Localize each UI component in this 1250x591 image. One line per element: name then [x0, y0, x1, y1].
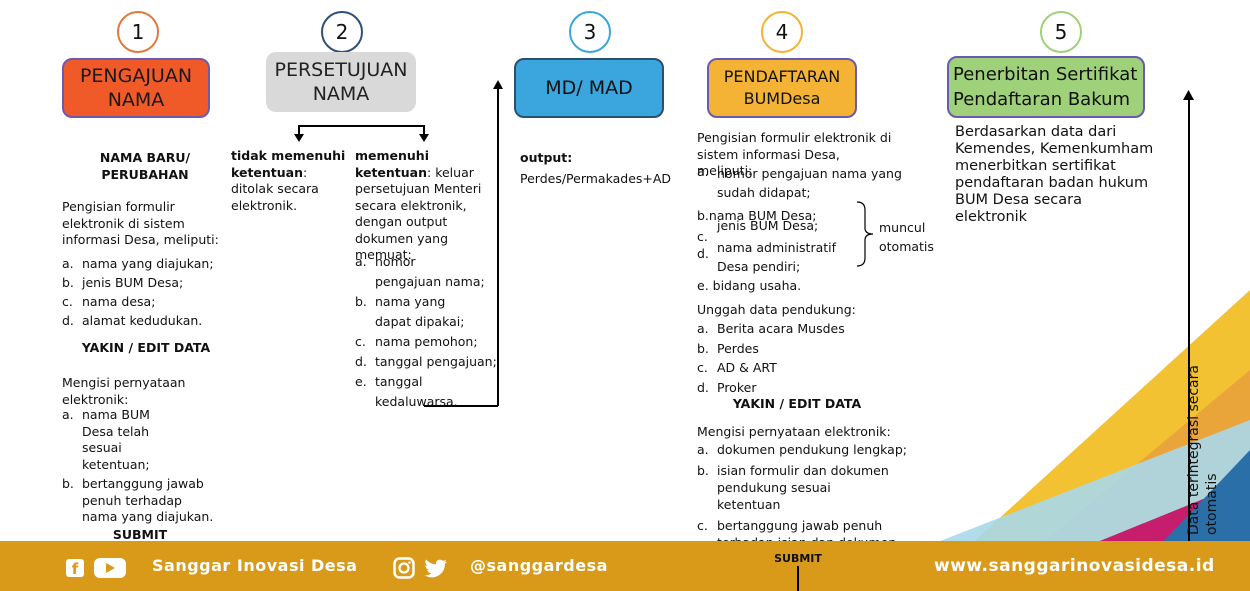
col4-auto-note: muncul otomatis: [879, 220, 934, 254]
integration-arrow-line: [1188, 98, 1190, 591]
list-item: e.tanggal kedaluwarsa.: [355, 374, 458, 409]
branch-right-stem: [423, 125, 425, 137]
footer-bar: [0, 541, 1250, 591]
col4-item-c: jenis BUM Desa;: [717, 218, 819, 233]
col4-item-c-marker: c.: [697, 229, 708, 244]
col2-approved-list: a.nomor pengajuan nama; b.nama yang dapa…: [355, 252, 505, 412]
step-number-3: 3: [569, 11, 611, 53]
col4-item-b: b.nama BUM Desa;: [697, 208, 817, 223]
arrow-down-icon: [419, 134, 429, 142]
list-item: d.Proker: [697, 379, 757, 395]
step-box-penerbitan-sertifikat: Penerbitan Sertifikat Pendaftaran Bakum: [947, 56, 1145, 118]
col4-item-d-marker: d.: [697, 246, 709, 261]
arrow-up-icon: [1183, 90, 1194, 100]
arrow-up-icon: [493, 80, 503, 89]
step-number-1: 1: [117, 11, 159, 53]
col1-statement-intro: Mengisi pernyataan elektronik:: [62, 375, 186, 407]
col4-submit: SUBMIT: [774, 552, 822, 565]
col4-confirm-heading: YAKIN / EDIT DATA: [732, 396, 862, 411]
step-label-1: PENGAJUAN NAMA: [79, 65, 193, 111]
col4-intro: Pengisian formulir elektronik di sistem …: [697, 130, 892, 178]
footer-website: www.sanggarinovasidesa.id: [934, 556, 1215, 576]
col1-heading: NAMA BARU/ PERUBAHAN: [99, 150, 191, 182]
step-number-2: 2: [321, 11, 363, 53]
footer-handle: @sanggardesa: [470, 556, 608, 575]
col4-item-e: e. bidang usaha.: [697, 278, 802, 293]
col2-rejected-text: tidak memenuhi ketentuan: ditolak secara…: [231, 148, 346, 213]
step-label-4: PENDAFTARAN BUMDesa: [723, 67, 841, 108]
brace-icon: [856, 201, 874, 267]
decorative-background-shapes: [930, 290, 1250, 545]
list-item: b.isian formulir dan dokumen pendukung s…: [697, 463, 889, 512]
col5-text: Berdasarkan data dari Kemendes, Kemenkum…: [955, 124, 1154, 225]
list-item: b.Perdes: [697, 340, 759, 356]
list-item: a.Berita acara Musdes: [697, 321, 845, 336]
list-item: b.nama yang dapat dipakai;: [355, 294, 465, 329]
youtube-icon: [94, 558, 126, 578]
list-item: b.bertanggung jawab penuh terhadap nama …: [62, 476, 214, 524]
col4-upload-intro: Unggah data pendukung:: [697, 302, 856, 317]
submit-connector: [797, 566, 799, 591]
col3-output-value: Perdes/Permakades+AD: [520, 171, 672, 186]
list-item: a.dokumen pendukung lengkap;: [697, 442, 907, 457]
twitter-icon: [424, 559, 447, 578]
col3-output-label: output:: [520, 150, 573, 165]
col1-intro: Pengisian formulir elektronik di sistem …: [62, 199, 219, 247]
facebook-icon: f: [66, 559, 84, 578]
arrow-down-icon: [294, 134, 304, 142]
step-label-3: MD/ MAD: [545, 77, 633, 99]
step-box-persetujuan-nama: PERSETUJUAN NAMA: [266, 52, 416, 112]
step-number-4: 4: [761, 11, 803, 53]
col4-item-a: a. nomor pengajuan nama yang sudah didap…: [697, 164, 902, 200]
branch-connector: [298, 125, 424, 127]
step-box-md-mad: MD/ MAD: [514, 58, 664, 118]
col1-confirm-heading: YAKIN / EDIT DATA: [81, 340, 211, 355]
step-box-pengajuan-nama: PENGAJUAN NAMA: [62, 58, 210, 118]
footer-brand: Sanggar Inovasi Desa: [152, 556, 358, 575]
list-item: b.jenis BUM Desa;: [62, 275, 184, 290]
list-item: c.nama pemohon;: [355, 334, 478, 349]
step-box-pendaftaran-bumdesa: PENDAFTARAN BUMDesa: [707, 58, 857, 118]
col2-approved-text: memenuhi ketentuan: keluar persetujuan M…: [355, 148, 482, 262]
connector-to-step3-vertical: [497, 86, 499, 406]
vertical-integration-note: Data terintegrasi secara otomatis: [1186, 365, 1220, 535]
instagram-icon: [393, 557, 415, 579]
list-item: c.nama desa;: [62, 294, 156, 309]
col1-statement-list: a.nama BUM Desa telah sesuai ketentuan; …: [62, 407, 227, 526]
col4-upload-list: a.Berita acara Musdes b.Perdes c.AD & AR…: [697, 319, 897, 397]
connector-to-step3-horizontal: [424, 405, 498, 407]
step-label-2: PERSETUJUAN NAMA: [274, 59, 408, 105]
list-item: d.tanggal pengajuan;: [355, 354, 497, 369]
list-item: c.AD & ART: [697, 360, 777, 375]
list-item: a.nama yang diajukan;: [62, 256, 214, 271]
branch-left-stem: [298, 125, 300, 137]
list-item: d.alamat kedudukan.: [62, 313, 203, 328]
col1-list: a.nama yang diajukan; b.jenis BUM Desa; …: [62, 254, 237, 330]
step-number-5: 5: [1040, 11, 1082, 53]
col4-item-d: nama administratif Desa pendiri;: [717, 240, 837, 274]
col1-submit: SUBMIT: [112, 527, 168, 542]
step-label-5: Penerbitan Sertifikat Pendaftaran Bakum: [953, 64, 1138, 110]
list-item: a.nama BUM Desa telah sesuai ketentuan;: [62, 407, 150, 472]
col4-statement-intro: Mengisi pernyataan elektronik:: [697, 424, 891, 439]
list-item: a.nomor pengajuan nama;: [355, 254, 485, 289]
